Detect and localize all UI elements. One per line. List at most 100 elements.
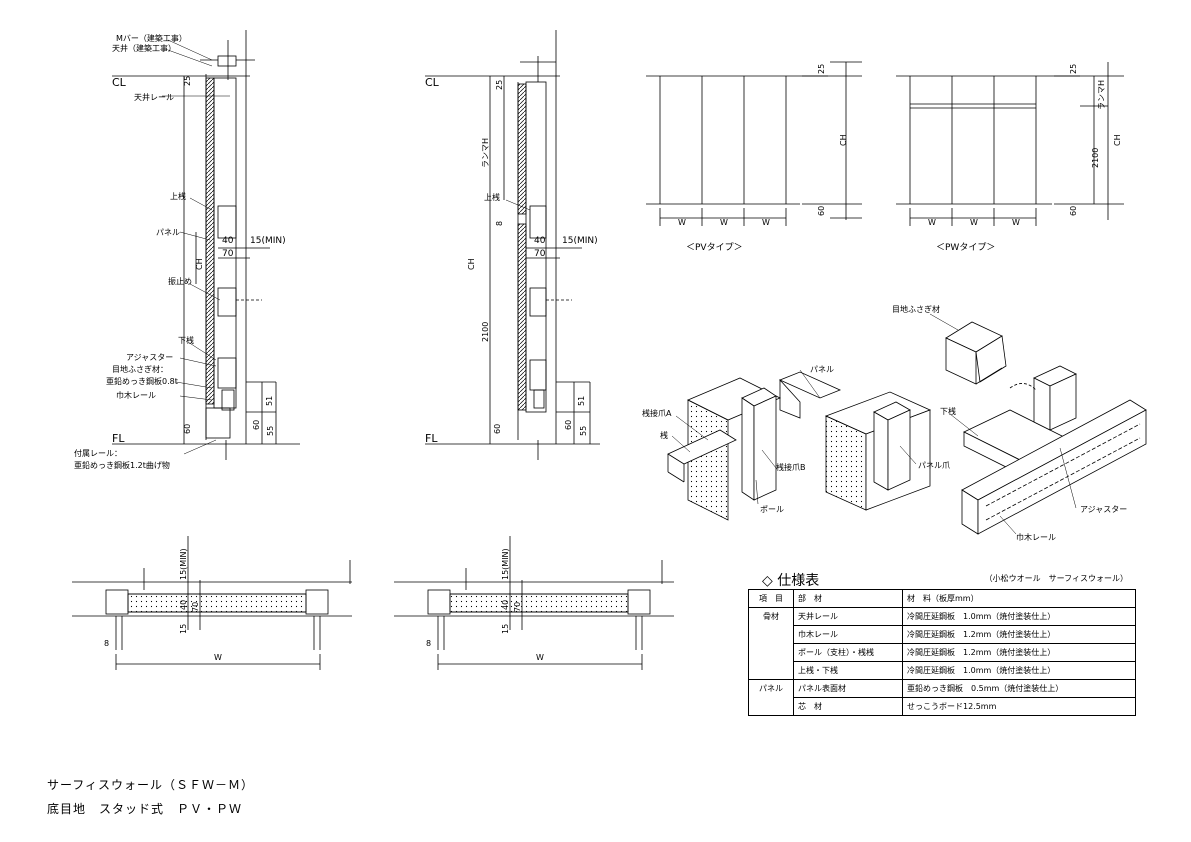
table-row: 芯 材 せっこうボード12.5mm bbox=[749, 697, 1136, 716]
label-floor-rail-1: 付属レール： bbox=[74, 448, 122, 458]
dim-70-right: 70 bbox=[534, 249, 546, 259]
iso-label-panel: パネル bbox=[810, 365, 834, 374]
table-row: 骨材 天井レール 冷間圧延鋼板 1.0mm（焼付塗装仕上） bbox=[748, 607, 1136, 680]
spec-material: 冷間圧延鋼板 1.0mm（焼付塗装仕上） bbox=[902, 661, 1136, 680]
plan-left-40: 40 bbox=[179, 600, 188, 610]
table-row: 上桟・下桟 冷間圧延鋼板 1.0mm（焼付塗装仕上） bbox=[749, 661, 1136, 680]
dim-15min: 15(MIN) bbox=[250, 236, 286, 246]
pw-caption: ＜PWタイプ＞ bbox=[936, 242, 995, 253]
label-cl: CL bbox=[112, 76, 127, 89]
spec-table: 項 目 部 材 材 料（板厚mm） 骨材 天井レール 冷間圧延鋼板 1.0mm（… bbox=[748, 589, 1136, 716]
plan-right bbox=[394, 536, 674, 670]
dim-15min-right: 15(MIN) bbox=[562, 236, 598, 246]
pw-dim-60: 60 bbox=[1069, 206, 1078, 216]
footer-title-line1: サーフィスウォール（ＳＦＷ－Ｍ） bbox=[47, 778, 255, 792]
spec-part: 天井レール bbox=[793, 607, 903, 626]
label-ranma-h: ランマH bbox=[481, 138, 490, 168]
plan-right-15: 15 bbox=[501, 624, 510, 634]
spec-col-material: 材 料（板厚mm） bbox=[902, 589, 1136, 608]
iso-label-joint-claw-a: 桟接爪A bbox=[642, 408, 672, 418]
spec-group: パネル bbox=[748, 679, 794, 716]
pw-w-1: W bbox=[928, 218, 936, 227]
dim-51-right: 51 bbox=[577, 396, 586, 406]
plan-left-8: 8 bbox=[104, 639, 109, 648]
section-left-text: Mバー（建築工事） 天井（建築工事） CL 25 天井レール 上桟 パネル 40… bbox=[74, 33, 286, 470]
plan-right-text: 15(MIN) 40 70 15 8 W bbox=[426, 548, 544, 662]
label-fl-right: FL bbox=[425, 432, 438, 445]
label-baseboard-rail: 巾木レール bbox=[116, 390, 156, 400]
plan-left-w: W bbox=[214, 653, 222, 662]
label-cl-right: CL bbox=[425, 76, 440, 89]
spec-col-part: 部 材 bbox=[793, 589, 903, 608]
label-upper-rail: 上桟 bbox=[170, 191, 186, 201]
pv-caption: ＜PVタイプ＞ bbox=[686, 242, 743, 253]
dim-25-right: 25 bbox=[495, 80, 504, 90]
dim-60-right: 60 bbox=[564, 420, 573, 430]
iso-label-adjuster: アジャスター bbox=[1080, 505, 1127, 514]
plan-left-text: 15(MIN) 40 70 15 8 W bbox=[104, 548, 222, 662]
plan-right-8: 8 bbox=[426, 639, 431, 648]
label-upper-rail-right: 上桟 bbox=[484, 192, 500, 202]
pw-elevation-text: W W W 25 ランマH 2100 CH 60 ＜PWタイプ＞ bbox=[928, 64, 1122, 253]
label-lower-rail: 下桟 bbox=[178, 335, 194, 345]
dim-8: 8 bbox=[495, 221, 504, 226]
dim-70: 70 bbox=[222, 249, 234, 259]
plan-left-70: 70 bbox=[191, 602, 200, 612]
spec-material: せっこうボード12.5mm bbox=[902, 697, 1136, 716]
iso-label-panel-claw: パネル爪 bbox=[918, 461, 950, 470]
pv-dim-60: 60 bbox=[817, 206, 826, 216]
spec-header-row: 項 目 部 材 材 料（板厚mm） bbox=[748, 589, 1136, 608]
table-row: パネル パネル表面材 亜鉛めっき鋼板 0.5mm（焼付塗装仕上） bbox=[748, 679, 1136, 716]
spec-title: ◇ 仕様表 bbox=[762, 573, 820, 589]
dim-2100: 2100 bbox=[481, 322, 490, 342]
plan-right-70: 70 bbox=[513, 602, 522, 612]
iso-label-baseboard-rail: 巾木レール bbox=[1016, 532, 1056, 542]
spec-table-block: ◇ 仕様表 （小松ウオール サーフィスウォール） 項 目 部 材 材 料（板厚m… bbox=[748, 571, 1136, 716]
pw-dim-2100: 2100 bbox=[1091, 148, 1100, 168]
pw-dim-25: 25 bbox=[1069, 64, 1078, 74]
pv-dim-ch: CH bbox=[839, 134, 848, 146]
spec-header: ◇ 仕様表 （小松ウオール サーフィスウォール） bbox=[748, 571, 1136, 589]
isometric-text: 目地ふさぎ材 パネル 桟接爪A 桟 桟接爪B ポール パネル爪 下桟 アジャスタ… bbox=[642, 304, 1127, 542]
plan-right-40: 40 bbox=[501, 600, 510, 610]
spec-material: 冷間圧延鋼板 1.2mm（焼付塗装仕上） bbox=[902, 643, 1136, 662]
table-row: 巾木レール 冷間圧延鋼板 1.2mm（焼付塗装仕上） bbox=[749, 625, 1136, 644]
pv-w-2: W bbox=[720, 218, 728, 227]
iso-label-rail: 桟 bbox=[660, 430, 668, 440]
dim-60-fl-right: 60 bbox=[493, 424, 502, 434]
iso-label-joint-claw-b: 桟接爪B bbox=[776, 462, 806, 472]
plan-right-w: W bbox=[536, 653, 544, 662]
plan-left bbox=[72, 536, 352, 670]
pw-w-3: W bbox=[1012, 218, 1020, 227]
label-floor-rail-2: 亜鉛めっき鋼板1.2t曲げ物 bbox=[74, 460, 170, 470]
dim-51: 51 bbox=[265, 396, 274, 406]
pw-dim-ch: CH bbox=[1113, 134, 1122, 146]
plan-left-15min: 15(MIN) bbox=[179, 548, 188, 580]
pv-elevation bbox=[646, 61, 862, 226]
spec-subtitle: （小松ウオール サーフィスウォール） bbox=[984, 574, 1128, 583]
label-fl: FL bbox=[112, 432, 125, 445]
dim-60: 60 bbox=[252, 420, 261, 430]
pv-elevation-text: W W W 25 CH 60 ＜PVタイプ＞ bbox=[678, 64, 848, 253]
spec-part: 上桟・下桟 bbox=[793, 661, 903, 680]
section-right bbox=[425, 30, 600, 460]
pw-w-2: W bbox=[970, 218, 978, 227]
pv-w-3: W bbox=[762, 218, 770, 227]
dim-60-fl: 60 bbox=[183, 424, 192, 434]
spec-group: 骨材 bbox=[748, 607, 794, 680]
iso-label-cover: 目地ふさぎ材 bbox=[892, 304, 940, 314]
spec-col-item: 項 目 bbox=[748, 589, 794, 608]
label-ceiling-rail: 天井レール bbox=[134, 92, 174, 102]
isometric-detail bbox=[667, 313, 1147, 535]
spec-part: ポール（支柱）・桟桟 bbox=[793, 643, 903, 662]
pw-ranma-h: ランマH bbox=[1097, 80, 1106, 110]
dim-55-right: 55 bbox=[579, 426, 588, 436]
pv-dim-25: 25 bbox=[817, 64, 826, 74]
dim-40-right: 40 bbox=[534, 236, 546, 246]
dim-25: 25 bbox=[183, 76, 192, 86]
plan-left-15: 15 bbox=[179, 624, 188, 634]
label-m-bar: Mバー（建築工事） bbox=[116, 33, 187, 43]
spec-material: 亜鉛めっき鋼板 0.5mm（焼付塗装仕上） bbox=[902, 679, 1136, 698]
pv-w-1: W bbox=[678, 218, 686, 227]
